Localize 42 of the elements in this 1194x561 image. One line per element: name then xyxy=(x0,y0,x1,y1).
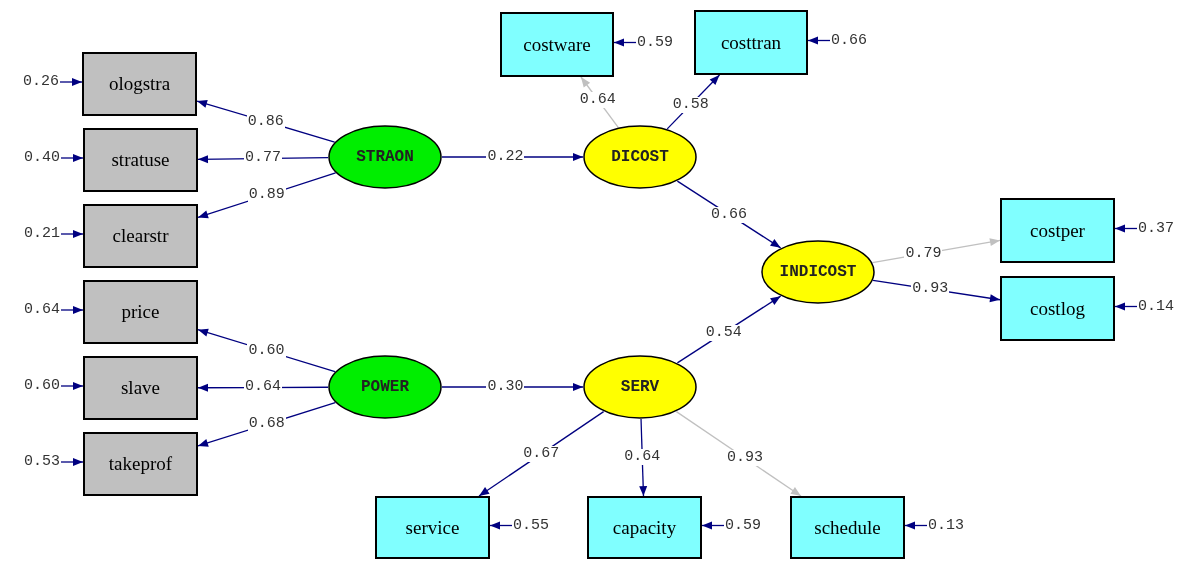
observed-variable-box: stratuse xyxy=(83,128,198,192)
path-coefficient: 0.58 xyxy=(671,96,710,113)
error-variance-arrow xyxy=(904,521,928,530)
error-variance-arrow xyxy=(60,306,84,314)
observed-variable-box: capacity xyxy=(587,496,702,559)
latent-variable-ellipse: INDICOST xyxy=(761,240,875,304)
path-coefficient: 0.67 xyxy=(522,445,561,462)
path-coefficient: 0.60 xyxy=(247,342,286,359)
error-variance-arrow xyxy=(60,382,84,390)
path-coefficient: 0.64 xyxy=(623,449,662,466)
latent-variable-ellipse: DICOST xyxy=(583,125,697,189)
error-variance-arrow xyxy=(613,38,637,47)
error-variance-arrow xyxy=(60,458,84,466)
path-coefficient: 0.54 xyxy=(704,324,743,341)
path-coefficient: 0.86 xyxy=(246,113,285,130)
path-coefficient: 0.64 xyxy=(578,91,617,108)
path-coefficient: 0.66 xyxy=(710,206,748,223)
observed-variable-box: clearstr xyxy=(83,204,198,268)
path-coefficient: 0.89 xyxy=(247,187,286,204)
observed-variable-box: service xyxy=(375,496,490,559)
error-variance-arrow xyxy=(489,521,513,530)
error-variance-arrow xyxy=(1114,302,1138,311)
path-coefficient: 0.68 xyxy=(247,416,286,433)
latent-variable-ellipse: STRAON xyxy=(328,125,442,189)
observed-variable-box: ologstra xyxy=(82,52,197,116)
error-variance-arrow xyxy=(1114,224,1138,233)
error-variance-arrow xyxy=(807,36,831,45)
observed-variable-box: slave xyxy=(83,356,198,420)
observed-variable-box: schedule xyxy=(790,496,905,559)
error-variance-arrow xyxy=(59,78,83,86)
observed-variable-box: takeprof xyxy=(83,432,198,496)
error-variance-arrow xyxy=(60,154,84,162)
latent-variable-ellipse: SERV xyxy=(583,355,697,419)
observed-variable-box: price xyxy=(83,280,198,344)
error-variance-arrow xyxy=(60,230,84,238)
path-coefficient: 0.93 xyxy=(725,450,764,467)
observed-variable-box: costlog xyxy=(1000,276,1115,341)
observed-variable-box: costper xyxy=(1000,198,1115,263)
observed-variable-box: costtran xyxy=(694,10,808,75)
error-variance-arrow xyxy=(701,521,725,530)
observed-variable-box: costware xyxy=(500,12,614,77)
latent-variable-ellipse: POWER xyxy=(328,355,442,419)
